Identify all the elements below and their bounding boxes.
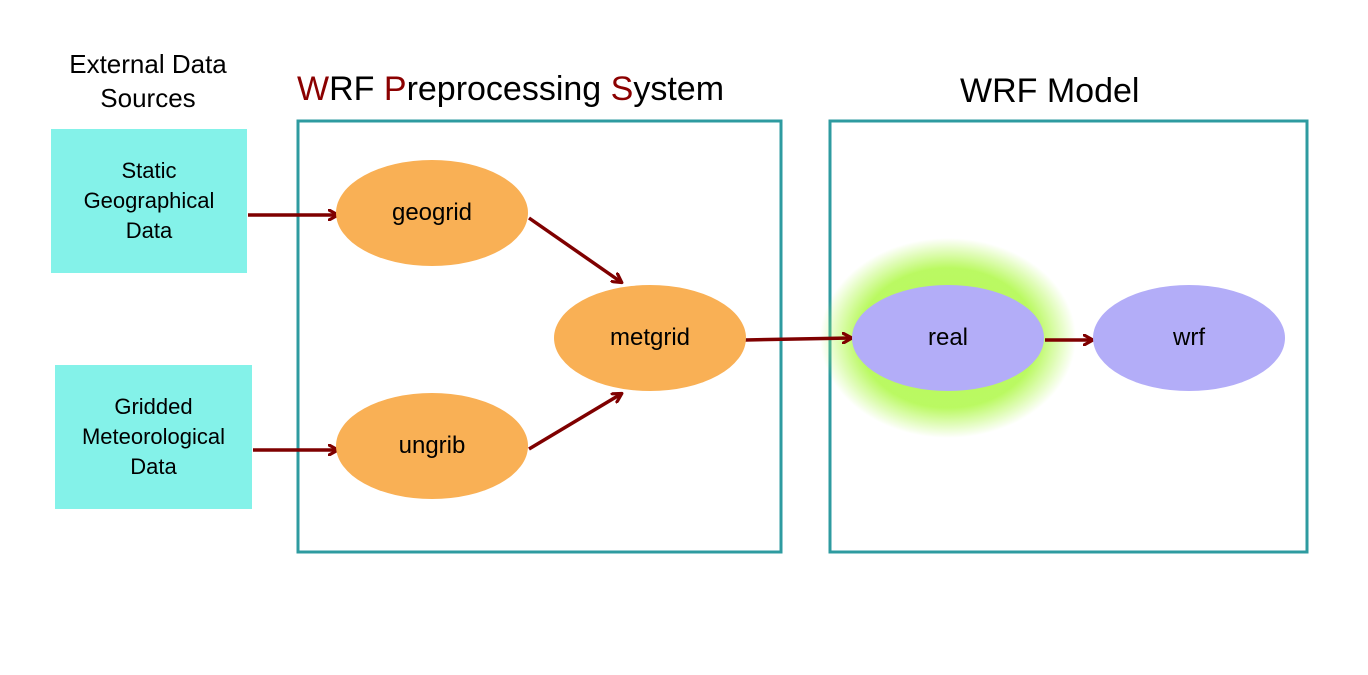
external-sources-heading-line: Sources: [100, 83, 196, 113]
external-sources-heading: External Data Sources: [40, 47, 256, 115]
source-label-line: Geographical: [83, 188, 215, 213]
wrf-model-title: WRF Model: [960, 72, 1140, 110]
source-label-line: Static: [121, 158, 177, 183]
source-label-line: Data: [125, 218, 173, 243]
node-wrf[interactable]: [1093, 285, 1285, 391]
wps-title-part: ystem: [633, 70, 725, 108]
wps-frame: [296, 119, 783, 554]
edge-ungrib-to-metgrid: [528, 394, 621, 451]
wps-title-part: S: [610, 70, 634, 108]
wps-title-part: P: [383, 70, 407, 108]
source-label-line: Data: [130, 454, 177, 479]
source-gridded-meteorological-data[interactable]: Gridded Meteorological Data: [55, 365, 252, 509]
source-static-geographical-data[interactable]: Static Geographical Data: [51, 129, 247, 273]
external-sources-heading-line: External Data: [69, 49, 227, 79]
edge-geogrid-to-metgrid: [528, 216, 621, 282]
wps-title: WRF Preprocessing System: [297, 70, 724, 109]
node-real[interactable]: [852, 285, 1044, 391]
edge-metgrid-to-real: [744, 338, 851, 340]
wps-title-part: RF: [329, 70, 384, 108]
wps-title-part: reprocessing: [406, 70, 611, 108]
node-geogrid[interactable]: [336, 160, 528, 266]
wps-title-part: W: [297, 70, 330, 108]
node-metgrid[interactable]: [554, 285, 746, 391]
source-label-line: Meteorological: [81, 424, 226, 449]
source-label-line: Gridded: [114, 394, 193, 419]
node-ungrib[interactable]: [336, 393, 528, 499]
